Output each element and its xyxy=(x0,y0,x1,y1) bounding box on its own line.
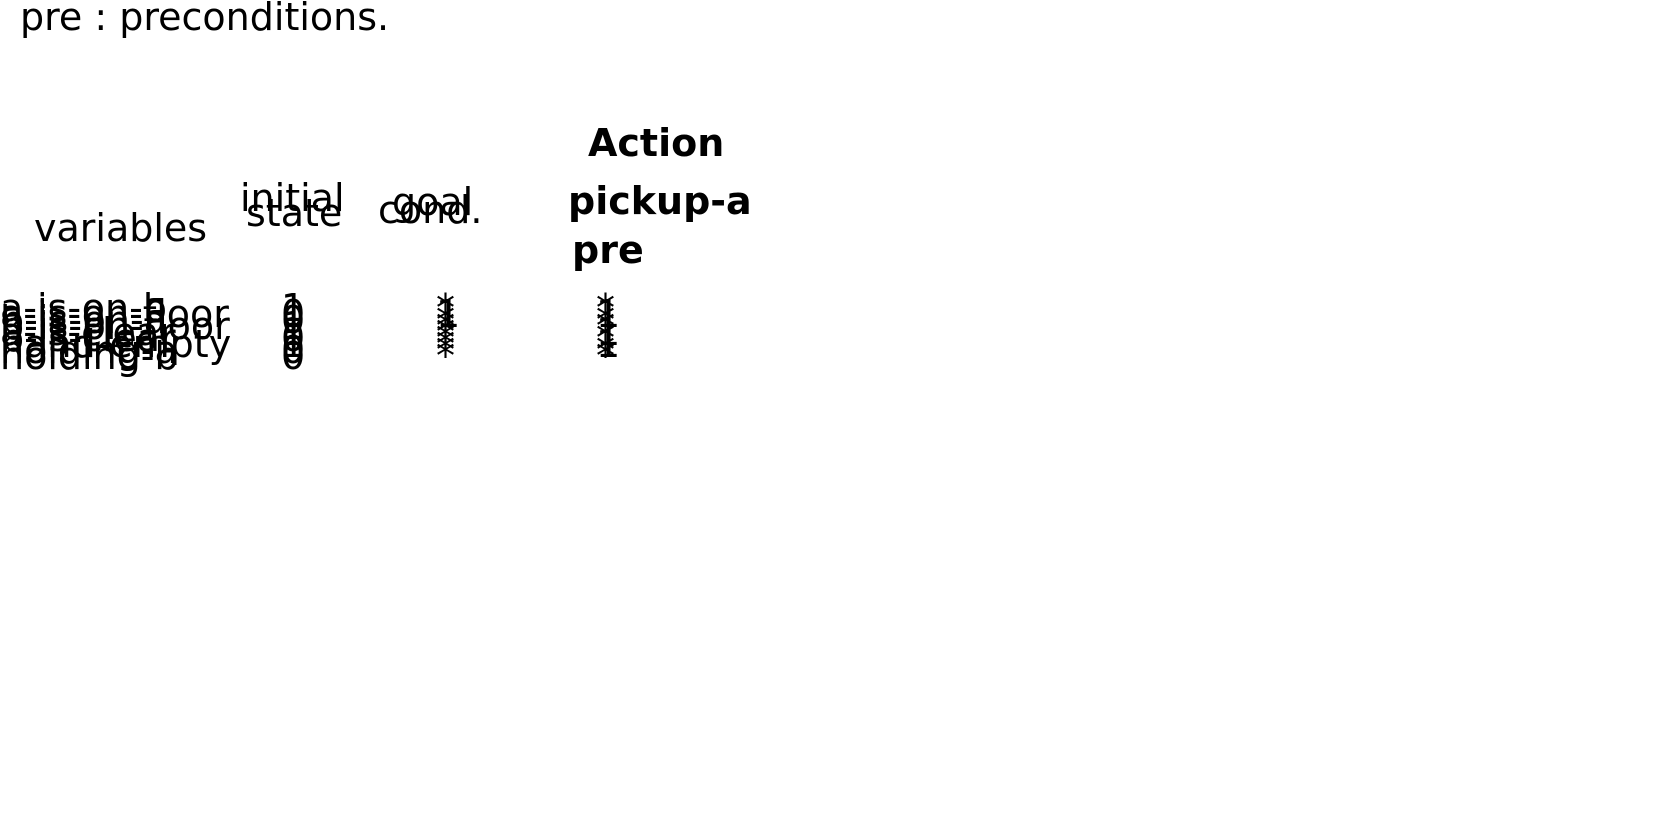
goal-header-line2: cond. xyxy=(378,188,483,232)
variable-name: a-is-clear xyxy=(0,310,175,354)
initial-value: 0 xyxy=(281,334,306,378)
initial-value: 0 xyxy=(281,298,306,342)
goal-header-line1: goal xyxy=(392,180,474,224)
variables-header: variables xyxy=(34,208,207,248)
variable-name: a-is-on-floor xyxy=(0,292,229,336)
initial-value: 0 xyxy=(281,328,306,372)
goal-value: * xyxy=(436,334,455,378)
action-title: Action xyxy=(588,121,725,165)
variable-name: b-is-on-a xyxy=(0,298,167,342)
goal-value: * xyxy=(436,304,455,348)
initial-value: 0 xyxy=(281,316,306,360)
initial-value: 1 xyxy=(281,310,306,354)
goal-value: * xyxy=(436,310,455,354)
initial-header-line2: state xyxy=(246,191,343,235)
goal-value: * xyxy=(436,328,455,372)
variable-name: b-is-clear xyxy=(0,316,176,360)
caption: pre : preconditions. xyxy=(20,0,390,39)
goal-value: * xyxy=(436,286,455,330)
variable-name: hand-empty xyxy=(0,322,232,366)
initial-state-header: initial state xyxy=(240,176,345,233)
pre-value: 1 xyxy=(596,322,621,366)
pre-value: * xyxy=(596,298,615,342)
variable-name: holding-b xyxy=(0,334,179,378)
pre-value: * xyxy=(596,304,615,348)
initial-value: 1 xyxy=(281,286,306,330)
variable-name: a-is-on-b xyxy=(0,286,167,330)
pre-value: * xyxy=(596,286,615,330)
pre-value: 1 xyxy=(596,292,621,336)
initial-value: 1 xyxy=(281,322,306,366)
action-pre-label: pre xyxy=(572,228,644,272)
goal-condition-header: goal cond. xyxy=(378,180,482,230)
initial-value: 1 xyxy=(281,304,306,348)
pre-value: * xyxy=(596,316,615,360)
initial-header-line1: initial xyxy=(240,176,345,220)
goal-value: 1 xyxy=(436,292,461,336)
goal-value: * xyxy=(436,322,455,366)
variables-header-label: variables xyxy=(34,206,208,250)
variable-name: b-is-on-floor xyxy=(0,304,230,348)
pre-value: * xyxy=(596,334,615,378)
pre-value: 1 xyxy=(596,310,621,354)
pre-value: * xyxy=(596,328,615,372)
initial-value: 0 xyxy=(281,292,306,336)
goal-value: * xyxy=(436,316,455,360)
action-name: pickup-a xyxy=(568,179,752,223)
goal-value: * xyxy=(436,298,455,342)
variable-name: holding-a xyxy=(0,328,178,372)
